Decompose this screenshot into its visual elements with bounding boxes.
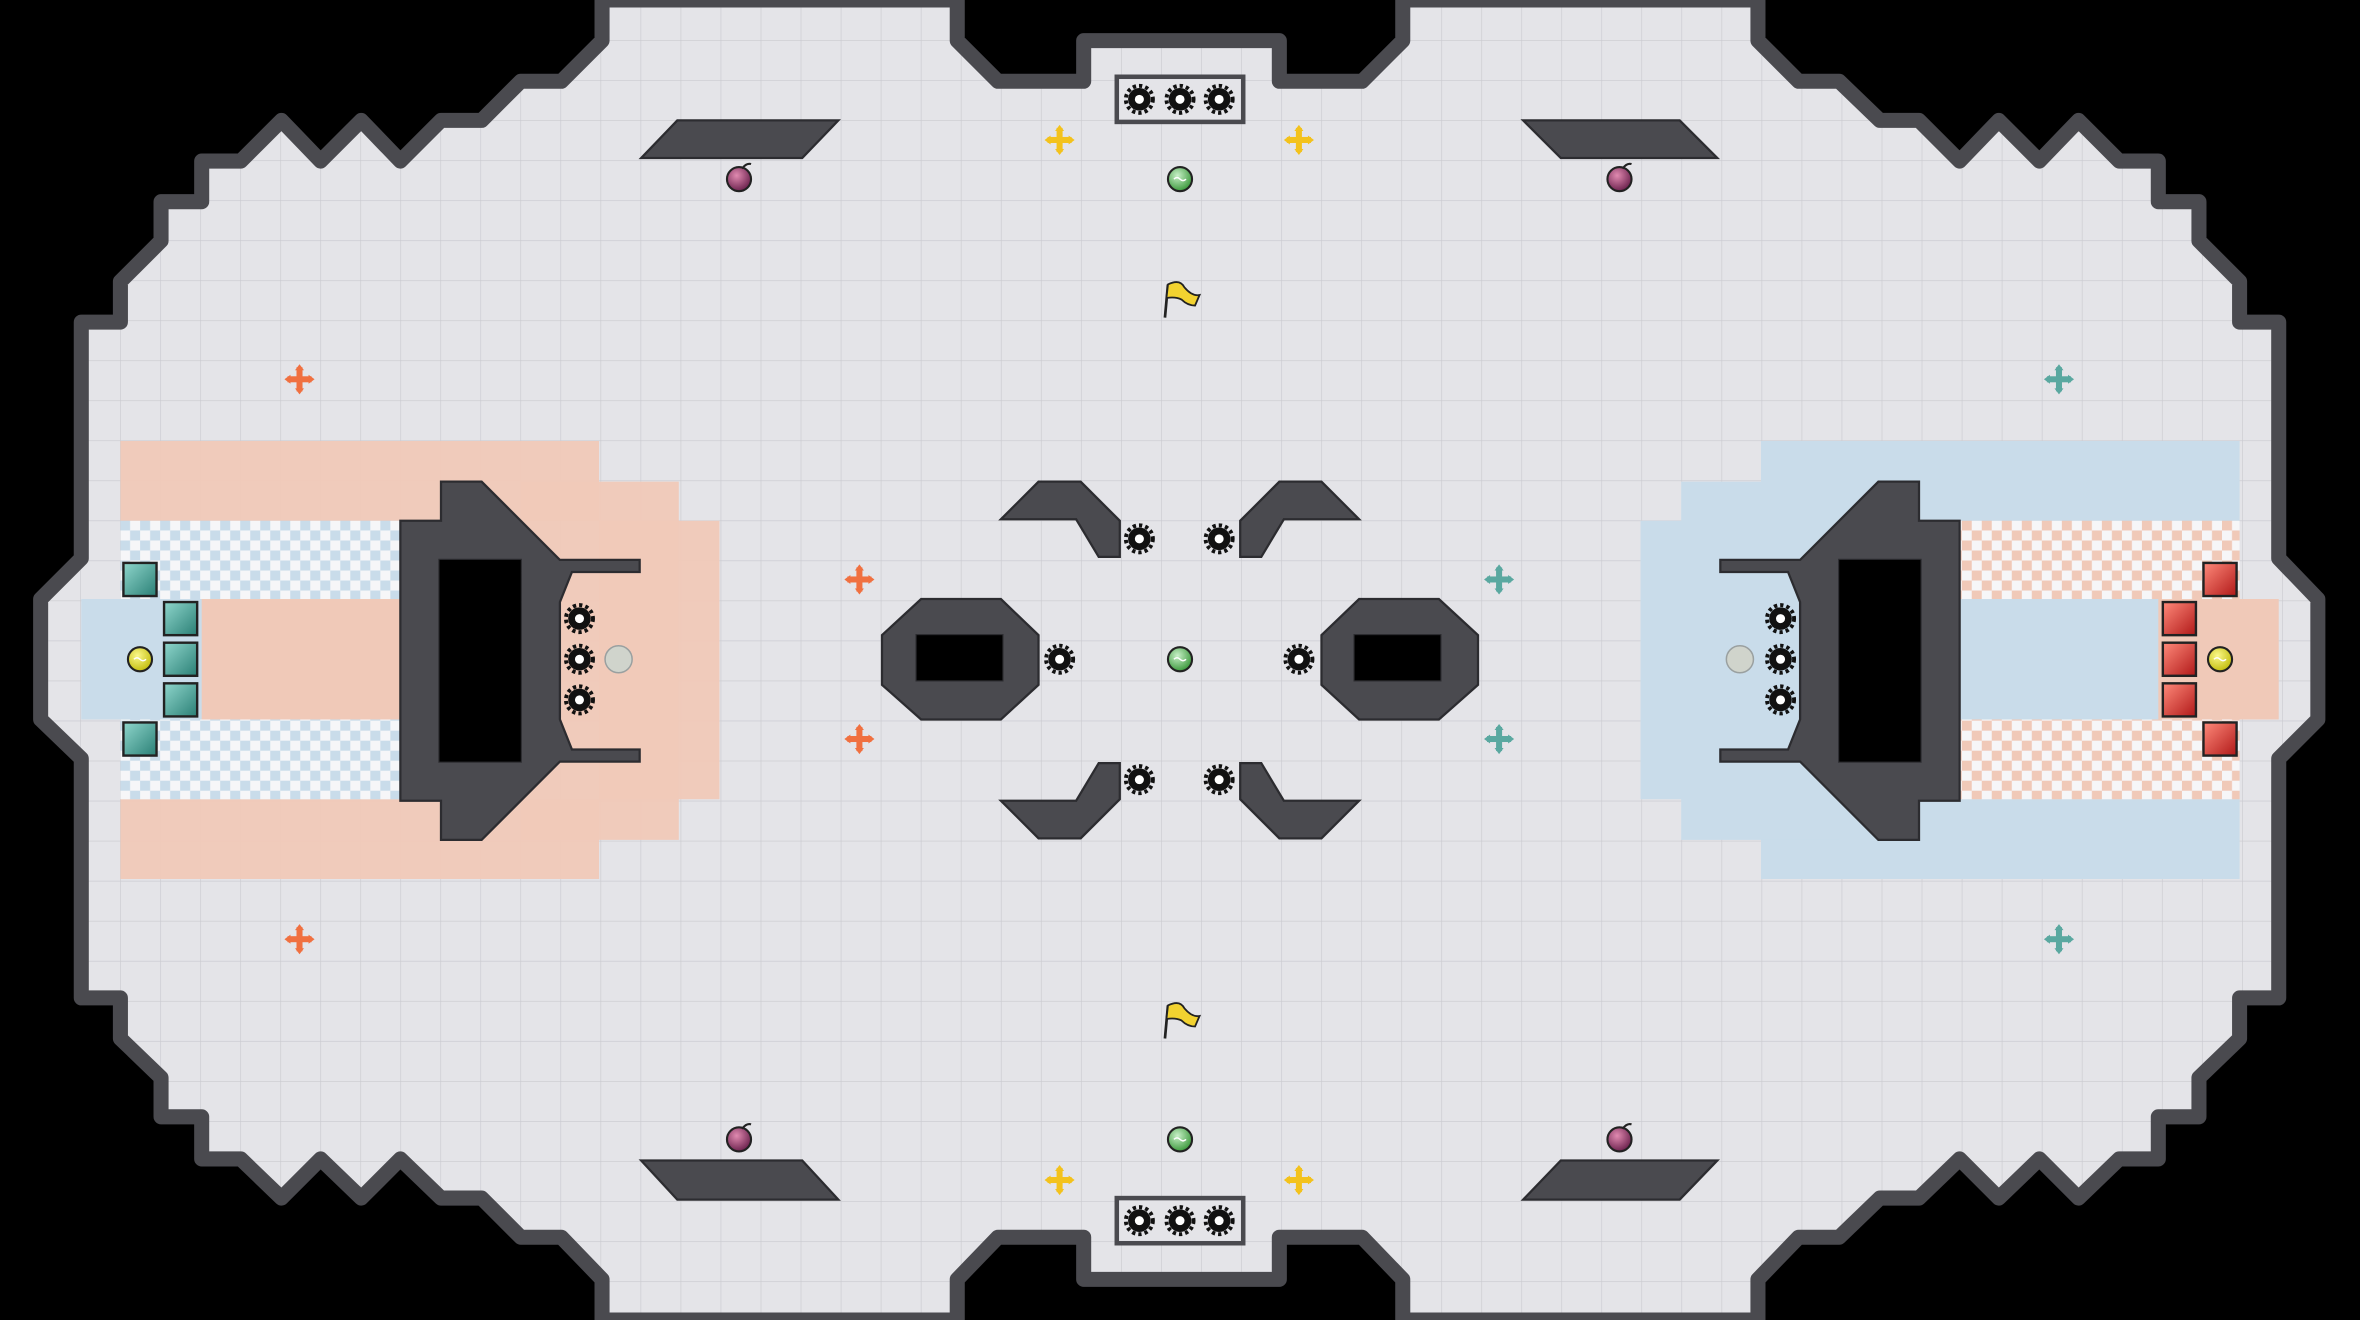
- spike-gear-icon: [1164, 83, 1196, 115]
- center-left-pit: [916, 635, 1003, 681]
- center-bracket-br: [1239, 761, 1362, 840]
- gate-block-icon: [2161, 641, 2198, 678]
- plus-arrow-icon: [2043, 924, 2075, 955]
- plus-arrow-icon: [1484, 723, 1515, 755]
- bomb-icon: [725, 162, 753, 193]
- plus-arrow-icon: [284, 924, 315, 955]
- gate-block-icon: [2161, 682, 2198, 718]
- spike-gear-icon: [563, 684, 595, 716]
- bomb-icon: [1606, 162, 1633, 193]
- spike-gear-icon: [1044, 643, 1076, 675]
- spike-gear-icon: [1765, 603, 1797, 635]
- plus-arrow-icon: [284, 364, 315, 395]
- center-bracket-tl: [998, 480, 1121, 559]
- flag-icon: [1163, 281, 1202, 318]
- spawn-pad-icon: [1725, 644, 1755, 674]
- bomb-icon: [1606, 1122, 1633, 1153]
- red-team-base: [81, 441, 720, 879]
- spike-gear-icon: [1203, 1205, 1235, 1237]
- spike-gear-icon: [1123, 83, 1155, 115]
- gate-block-icon: [2202, 721, 2238, 757]
- right-base-pit: [1839, 559, 1921, 762]
- gate-block-icon: [2161, 600, 2198, 637]
- spike-gear-icon: [563, 603, 595, 635]
- spike-gear-icon: [1203, 523, 1235, 555]
- flag-icon: [1163, 1002, 1202, 1039]
- gate-block-icon: [2202, 561, 2238, 598]
- bar-top-right: [1520, 119, 1721, 160]
- plus-arrow-icon: [1044, 124, 1075, 156]
- bar-top-left: [638, 119, 841, 160]
- gate-block-icon: [122, 721, 158, 757]
- plus-arrow-icon: [1044, 1164, 1075, 1196]
- gate-block-icon: [122, 561, 158, 598]
- plus-arrow-icon: [844, 723, 875, 755]
- spike-gear-icon: [1203, 83, 1235, 115]
- spike-gear-icon: [1765, 684, 1797, 716]
- gate-block-icon: [162, 600, 199, 637]
- bomb-icon: [725, 1122, 753, 1153]
- left-base-pit: [439, 559, 521, 762]
- gate-block-icon: [162, 641, 199, 678]
- bar-bottom-right: [1520, 1159, 1720, 1201]
- plus-arrow-icon: [1283, 1164, 1314, 1196]
- wall-structures: [399, 119, 1961, 1201]
- spike-gear-icon: [1123, 523, 1155, 555]
- spawn-pad-icon: [604, 644, 633, 674]
- center-bracket-tr: [1239, 480, 1362, 559]
- spike-gear-icon: [1203, 764, 1235, 796]
- spike-gear-icon: [1164, 1205, 1196, 1237]
- plus-arrow-icon: [844, 564, 875, 595]
- spike-gear-icon: [1283, 643, 1315, 675]
- spike-gear-icon: [1765, 643, 1797, 675]
- plus-arrow-icon: [1283, 124, 1314, 156]
- plus-arrow-icon: [1484, 564, 1515, 595]
- spike-gear-icon: [1123, 1205, 1155, 1237]
- gate-block-icon: [162, 682, 199, 718]
- spike-gear-icon: [1123, 764, 1155, 796]
- bar-bottom-left: [638, 1159, 841, 1201]
- spike-gear-icon: [563, 643, 595, 675]
- center-right-pit: [1354, 635, 1441, 681]
- center-bracket-bl: [998, 761, 1121, 840]
- plus-arrow-icon: [2043, 364, 2075, 395]
